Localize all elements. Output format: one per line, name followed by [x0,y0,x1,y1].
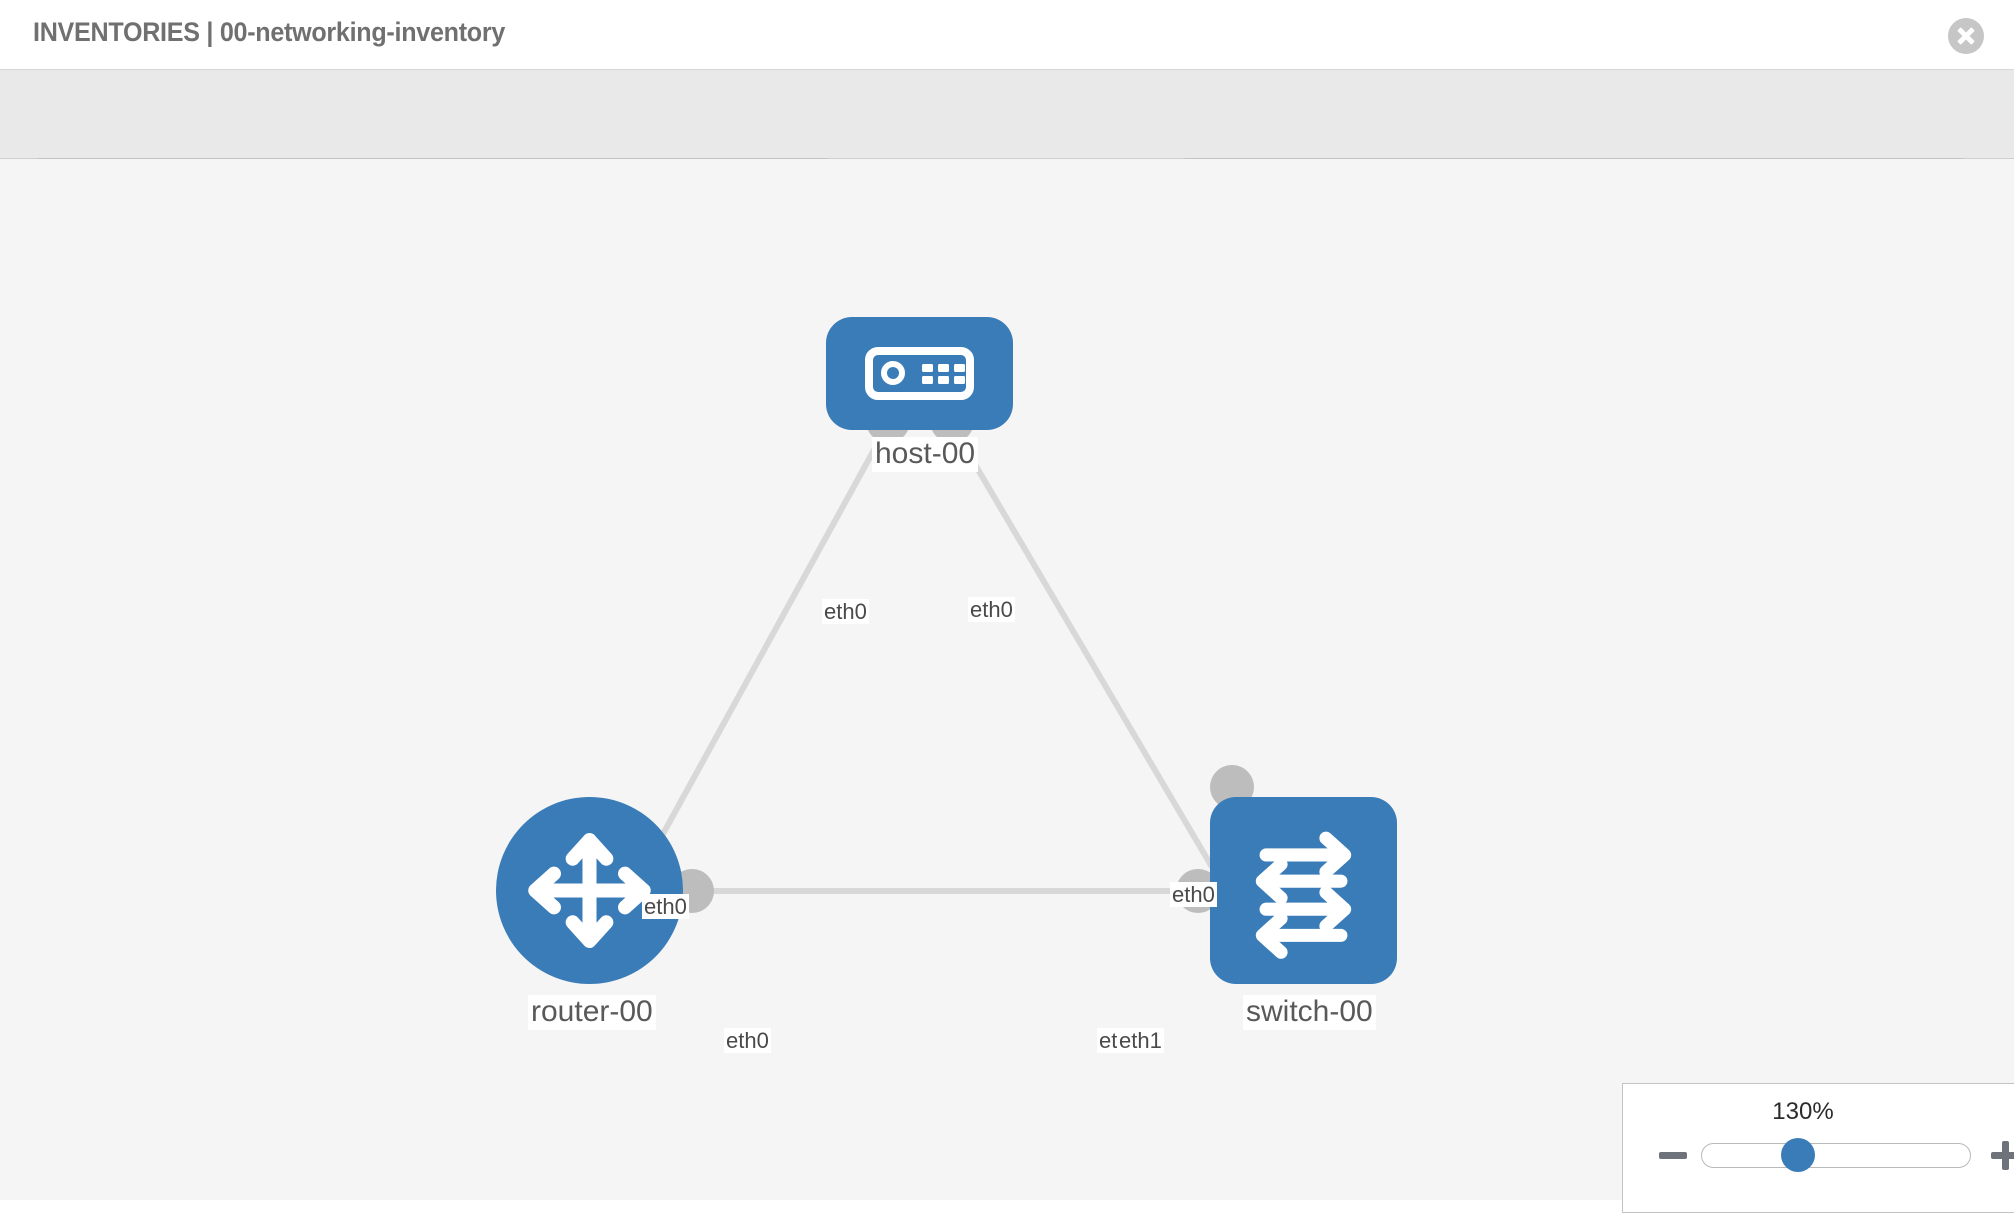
zoom-out-button[interactable] [1657,1139,1689,1171]
iface-label-switch-left: eth1 [1117,1028,1164,1054]
zoom-in-button[interactable] [1989,1139,2014,1171]
link-host-router [627,437,883,896]
close-icon[interactable] [1948,18,1984,54]
iface-label-host-left: eth0 [822,599,869,625]
zoom-slider-thumb[interactable] [1781,1138,1815,1172]
page-title: INVENTORIES | 00-networking-inventory [33,17,506,47]
iface-label-router-right: eth0 [724,1028,771,1054]
page-header: INVENTORIES | 00-networking-inventory [0,0,2014,70]
server-icon [865,347,974,400]
iface-label-router-up: eth0 [642,894,689,920]
toolbar: ACTIONS SEARCH [0,70,2014,212]
topology-canvas[interactable]: host-00 router-00 switch-00 eth0 eth0 et… [0,159,2014,1200]
link-host-switch [957,437,1225,886]
node-label-switch-00: switch-00 [1243,995,1376,1030]
node-switch-00[interactable] [1210,797,1397,984]
minus-icon [1659,1152,1687,1159]
node-router-00[interactable] [496,797,683,984]
topology-links [627,399,1254,913]
node-label-host-00: host-00 [872,437,979,472]
zoom-control-panel: 130% [1622,1083,2014,1213]
zoom-slider-track[interactable] [1701,1143,1971,1168]
switch-arrows-icon [1255,831,1352,959]
node-label-router-00: router-00 [528,995,656,1030]
router-arrows-icon [528,832,651,949]
node-host-00[interactable] [826,317,1013,430]
plus-icon-vertical [2001,1141,2009,1170]
zoom-level-label: 130% [1772,1098,1834,1125]
iface-label-host-right: eth0 [968,597,1015,623]
iface-label-switch-up: eth0 [1170,882,1217,908]
